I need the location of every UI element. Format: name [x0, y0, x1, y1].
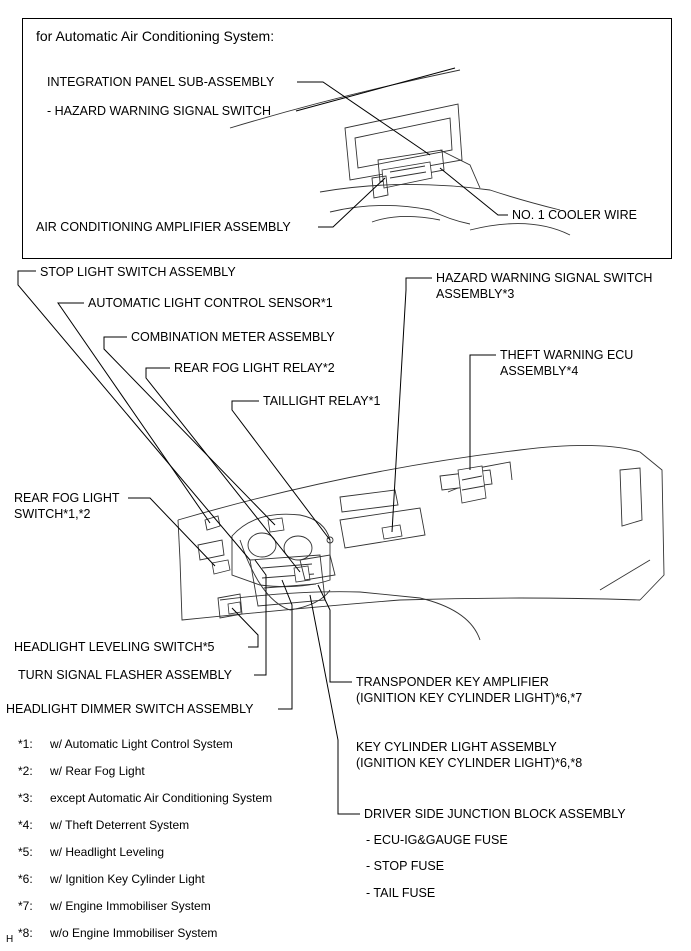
leader-transponder [317, 584, 352, 683]
leader-combination-meter [103, 336, 276, 526]
label-turn-signal-flasher: TURN SIGNAL FLASHER ASSEMBLY [18, 668, 232, 682]
footnote: *7:w/ Engine Immobiliser System [18, 899, 211, 913]
leader-inset-hazard [295, 67, 456, 112]
leader-junction-block [309, 594, 360, 815]
label-ac-amplifier: AIR CONDITIONING AMPLIFIER ASSEMBLY [36, 220, 291, 234]
footnote: *3:except Automatic Air Conditioning Sys… [18, 791, 273, 805]
label-rear-fog-relay: REAR FOG LIGHT RELAY*2 [174, 361, 335, 375]
label-integration-panel: INTEGRATION PANEL SUB-ASSEMBLY [47, 75, 275, 89]
label-transponder-line1: TRANSPONDER KEY AMPLIFIER [356, 675, 549, 689]
label-key-cylinder-line1: KEY CYLINDER LIGHT ASSEMBLY [356, 740, 557, 754]
leader-rear-fog-relay [145, 367, 301, 573]
leader-stop-light-switch [17, 270, 251, 561]
footnote: *5:w/ Headlight Leveling [18, 845, 165, 859]
label-junction-block: DRIVER SIDE JUNCTION BLOCK ASSEMBLY [364, 807, 626, 821]
label-fuse-ecu: - ECU-IG&GAUGE FUSE [366, 833, 508, 847]
leader-headlight-leveling [231, 607, 259, 648]
footnote: *2:w/ Rear Fog Light [18, 764, 145, 778]
leader-rear-fog-switch [128, 497, 216, 567]
footnotes: *1:w/ Automatic Light Control System *2:… [18, 731, 272, 947]
corner-mark: H [6, 934, 14, 945]
leader-auto-light-sensor [57, 302, 211, 524]
leader-integration-panel [297, 81, 431, 156]
inset-dashboard-drawing [229, 69, 571, 236]
leader-headlight-dimmer [278, 579, 293, 710]
footnote: *1:w/ Automatic Light Control System [18, 737, 233, 751]
label-transponder-line2: (IGNITION KEY CYLINDER LIGHT)*6,*7 [356, 691, 583, 705]
footnote: *6:w/ Ignition Key Cylinder Light [18, 872, 205, 886]
label-rear-fog-switch-line1: REAR FOG LIGHT [14, 491, 120, 505]
inset-frame [22, 18, 672, 259]
label-fuse-tail: - TAIL FUSE [366, 886, 436, 900]
label-hazard-switch-line1: HAZARD WARNING SIGNAL SWITCH [436, 271, 653, 285]
inset-title: for Automatic Air Conditioning System: [36, 28, 275, 44]
main-dashboard-drawing [177, 445, 665, 641]
leader-taillight-relay [231, 400, 331, 541]
label-headlight-dimmer: HEADLIGHT DIMMER SWITCH ASSEMBLY [6, 702, 254, 716]
leader-ac-amplifier [318, 177, 386, 228]
label-rear-fog-switch-line2: SWITCH*1,*2 [14, 507, 91, 521]
label-theft-ecu-line1: THEFT WARNING ECU [500, 348, 634, 362]
leader-theft-ecu [469, 354, 496, 470]
leader-hazard-switch [391, 277, 432, 533]
leader-cooler-wire [439, 167, 508, 216]
footnote: *4:w/ Theft Deterrent System [18, 818, 190, 832]
label-key-cylinder-line2: (IGNITION KEY CYLINDER LIGHT)*6,*8 [356, 756, 583, 770]
label-inset-hazard-switch: - HAZARD WARNING SIGNAL SWITCH [47, 104, 272, 118]
label-hazard-switch-line2: ASSEMBLY*3 [436, 287, 515, 301]
label-fuse-stop: - STOP FUSE [366, 859, 445, 873]
label-combination-meter: COMBINATION METER ASSEMBLY [131, 330, 335, 344]
leader-turn-signal [254, 559, 267, 676]
label-headlight-leveling-switch: HEADLIGHT LEVELING SWITCH*5 [14, 640, 215, 654]
label-cooler-wire: NO. 1 COOLER WIRE [512, 208, 638, 222]
label-auto-light-sensor: AUTOMATIC LIGHT CONTROL SENSOR*1 [88, 296, 333, 310]
label-stop-light-switch: STOP LIGHT SWITCH ASSEMBLY [40, 265, 236, 279]
label-theft-ecu-line2: ASSEMBLY*4 [500, 364, 579, 378]
label-taillight-relay: TAILLIGHT RELAY*1 [263, 394, 381, 408]
footnote: *8:w/o Engine Immobiliser System [18, 926, 218, 940]
